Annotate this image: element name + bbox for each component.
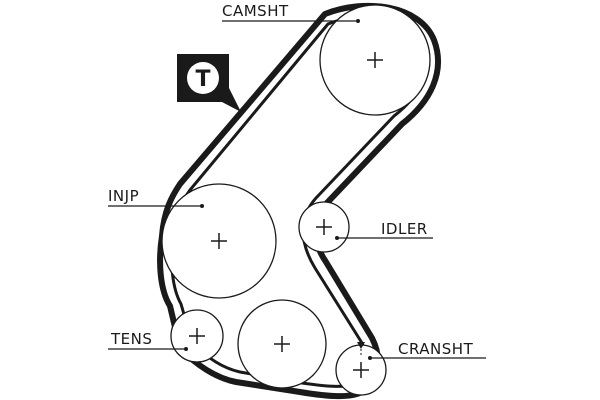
label-idler: IDLER: [381, 220, 428, 238]
label-injection-pump: INJP: [108, 187, 139, 205]
crankshaft-timing-mark: [357, 342, 365, 349]
leader-injection-pump-dot: [200, 204, 204, 208]
tensioner-center-mark: [189, 328, 205, 344]
idler-center-mark: [316, 219, 332, 235]
t-badge: T: [177, 54, 241, 112]
t-badge-circle: [187, 62, 219, 94]
label-camshaft: CAMSHT: [222, 2, 289, 20]
leader-camshaft-dot: [356, 19, 360, 23]
leader-crankshaft-dot: [368, 356, 372, 360]
label-tensioner: TENS: [110, 330, 152, 348]
injection-pump-center-mark: [211, 233, 227, 249]
crankshaft-center-mark: [353, 362, 369, 378]
camshaft-center-mark: [367, 52, 383, 68]
leader-idler-dot: [335, 236, 339, 240]
t-badge-letter: T: [195, 67, 210, 92]
leader-tensioner-dot: [184, 347, 188, 351]
label-crankshaft: CRANSHT: [398, 340, 474, 358]
water-pump-center-mark: [274, 336, 290, 352]
